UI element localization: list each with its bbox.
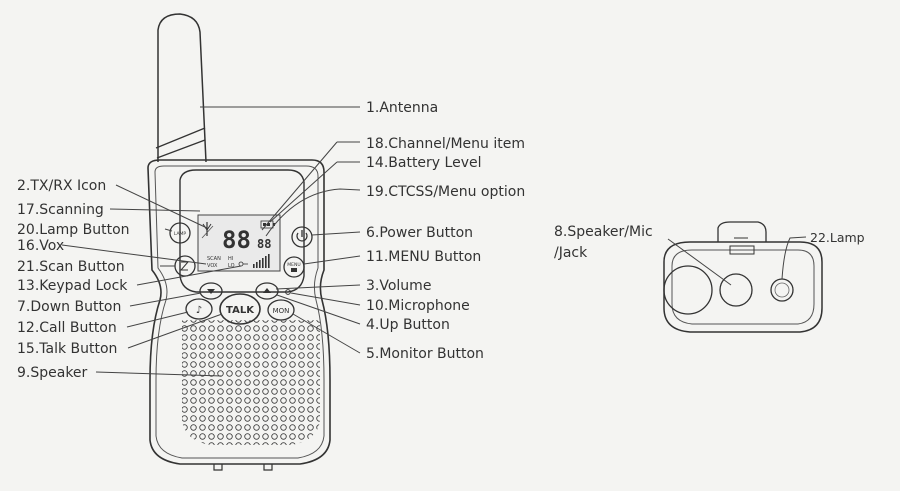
svg-text:TALK: TALK	[226, 305, 255, 316]
lamp-lens	[770, 278, 794, 302]
label-speaker-mic-jack-line2: /Jack	[554, 245, 588, 261]
label-menu-button: 11.MENU Button	[366, 249, 481, 265]
svg-text:MON: MON	[273, 307, 290, 315]
monitor-button[interactable]: MON	[267, 299, 295, 321]
label-talk-button: 15.Talk Button	[17, 341, 117, 357]
label-monitor-button: 5.Monitor Button	[366, 346, 484, 362]
lcd-ctcss-digits: 88	[257, 237, 271, 251]
label-speaker: 9.Speaker	[17, 365, 88, 381]
talk-button[interactable]: TALK	[219, 293, 261, 325]
svg-text:MENU: MENU	[287, 262, 300, 268]
label-scanning: 17.Scanning	[17, 202, 104, 218]
label-power-button: 6.Power Button	[366, 225, 473, 241]
label-scan-button: 21.Scan Button	[17, 259, 125, 275]
lcd-channel-digits: 88	[222, 226, 251, 254]
down-button[interactable]	[199, 282, 223, 300]
speaker-grille	[182, 320, 320, 445]
label-speaker-mic-jack: 8.Speaker/Mic	[554, 224, 653, 240]
call-button[interactable]: ♪	[185, 298, 213, 320]
music-note-icon: ♪	[196, 305, 202, 316]
svg-text:LAMP: LAMP	[174, 231, 187, 237]
label-lamp-button: 20.Lamp Button	[17, 222, 130, 238]
battery-icon	[260, 220, 275, 229]
label-battery-level: 14.Battery Level	[366, 155, 482, 171]
label-down-button: 7.Down Button	[17, 299, 121, 315]
label-call-button: 12.Call Button	[17, 320, 117, 336]
label-microphone: 10.Microphone	[366, 298, 470, 314]
label-antenna: 1.Antenna	[366, 100, 438, 116]
label-ctcss-menu-option: 19.CTCSS/Menu option	[366, 184, 525, 200]
mic-jack-hole	[663, 265, 713, 315]
label-keypad-lock: 13.Keypad Lock	[17, 278, 128, 294]
label-vox: 16.Vox	[17, 238, 64, 254]
microphone-hole	[285, 289, 291, 295]
label-up-button: 4.Up Button	[366, 317, 450, 333]
lamp-button[interactable]: LAMP	[169, 222, 191, 244]
label-lamp: 22.Lamp	[810, 230, 865, 245]
up-button[interactable]	[255, 282, 279, 300]
top-view-leader-lines	[667, 236, 807, 286]
menu-button[interactable]: MENU	[283, 256, 305, 278]
tx-rx-icon	[201, 222, 214, 239]
lcd-hi-indicator: HI	[228, 256, 233, 262]
power-button[interactable]	[291, 226, 313, 248]
antenna	[155, 13, 207, 163]
label-tx-rx-icon: 2.TX/RX Icon	[17, 178, 106, 194]
label-channel-menu-item: 18.Channel/Menu item	[366, 136, 525, 152]
lcd-vox-indicator: VOX	[207, 263, 218, 269]
leader-lines	[61, 106, 361, 377]
radio-top-view	[663, 221, 823, 333]
signal-bars-icon	[253, 254, 270, 268]
scan-button[interactable]	[174, 255, 196, 277]
label-volume: 3.Volume	[366, 278, 431, 294]
speaker-jack-hole	[719, 273, 753, 307]
lcd-scan-indicator: SCAN	[207, 256, 221, 262]
lcd-lo-indicator: LO	[228, 263, 235, 269]
